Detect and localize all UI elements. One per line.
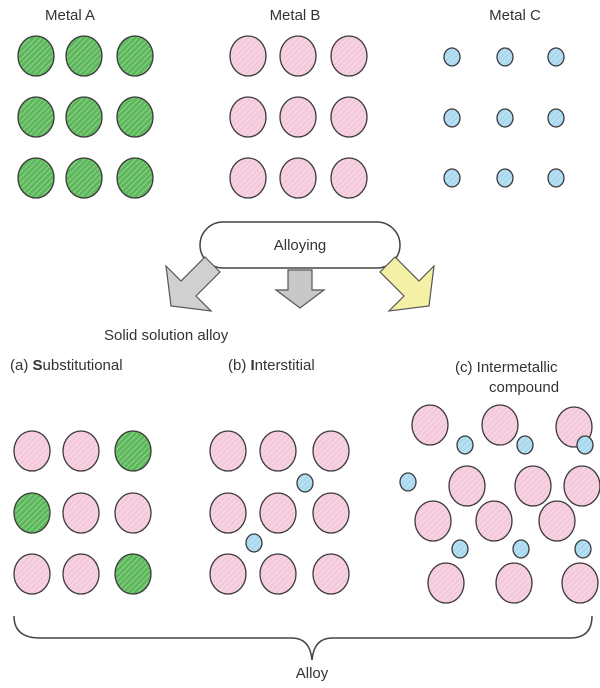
metal-c-atom-texture: [514, 541, 528, 557]
metal-c-atom-texture: [458, 437, 472, 453]
metal-c-atom-texture: [445, 110, 459, 126]
alloy-label: Alloy: [296, 665, 329, 682]
metal-b-atom-texture: [563, 564, 597, 602]
metal-c-atom-texture: [401, 474, 415, 490]
metal-a-atom-texture: [67, 37, 101, 75]
metal-b-atom-texture: [540, 502, 574, 540]
metal-b-atom-texture: [413, 406, 447, 444]
metal-b-atom-texture: [314, 494, 348, 532]
metal-c-atom-texture: [518, 437, 532, 453]
metal-a-atom-texture: [116, 555, 150, 593]
metal-b-atom-texture: [231, 37, 265, 75]
metal-c-atom-texture: [247, 535, 261, 551]
metal-b-atom-texture: [332, 37, 366, 75]
metal-c-atom-texture: [498, 49, 512, 65]
metal-a-atom-texture: [19, 98, 53, 136]
metal-b-atom-texture: [477, 502, 511, 540]
metal-a-atom-texture: [67, 98, 101, 136]
metal-b-atom-texture: [483, 406, 517, 444]
metal-c-atom-texture: [578, 437, 592, 453]
metal-b-atom-texture: [416, 502, 450, 540]
interstitial-initial: I: [251, 357, 255, 374]
substitutional-prefix: (a): [10, 357, 33, 374]
metal-b-atom-texture: [211, 494, 245, 532]
metal-b-atom-texture: [211, 555, 245, 593]
metal-b-atom-texture: [429, 564, 463, 602]
intermetallic-lattice: [399, 404, 600, 604]
metal-a-atom-texture: [118, 98, 152, 136]
interstitial-lattice: [209, 430, 350, 595]
metal-b-atom-texture: [15, 432, 49, 470]
metal-b-atom-texture: [281, 159, 315, 197]
metal-b-atom-texture: [231, 159, 265, 197]
metal-b-lattice: [229, 35, 368, 199]
alloying-label: Alloying: [274, 237, 327, 254]
metal-b-atom-texture: [565, 467, 599, 505]
metal-b-atom-texture: [281, 98, 315, 136]
metal-b-atom-texture: [211, 432, 245, 470]
metal-c-atom-texture: [549, 170, 563, 186]
metal-c-atom-texture: [445, 49, 459, 65]
intermetallic-label: (c) Intermetallic: [455, 359, 558, 376]
metal-a-atom-texture: [19, 37, 53, 75]
metal-c-atom-texture: [498, 110, 512, 126]
metal-c-atom-texture: [453, 541, 467, 557]
metal-c-label: Metal C: [489, 7, 541, 24]
intermetallic-line2: compound: [489, 379, 559, 396]
substitutional-label: (a) Substitutional: [10, 357, 123, 374]
metal-a-label: Metal A: [45, 7, 95, 24]
metal-b-atom-texture: [497, 564, 531, 602]
metal-c-atom-texture: [549, 110, 563, 126]
metal-b-atom-texture: [281, 37, 315, 75]
metal-b-atom-texture: [314, 555, 348, 593]
metal-b-atom-texture: [261, 432, 295, 470]
solid-solution-label: Solid solution alloy: [104, 327, 229, 344]
metal-b-atom-texture: [261, 494, 295, 532]
arrow-to-interstitial: [274, 269, 326, 309]
alloy-brace: [13, 615, 593, 661]
interstitial-label: (b) Interstitial: [228, 357, 315, 374]
metal-b-atom-texture: [64, 555, 98, 593]
substitutional-lattice: [13, 430, 152, 595]
metal-b-atom-texture: [516, 467, 550, 505]
metal-b-atom-texture: [64, 432, 98, 470]
metal-b-atom-texture: [15, 555, 49, 593]
alloying-box: [199, 221, 401, 269]
intermetallic-prefix: (c): [455, 359, 477, 376]
metal-b-atom-texture: [116, 494, 150, 532]
metal-b-atom-texture: [332, 159, 366, 197]
metal-c-atom-texture: [498, 170, 512, 186]
metal-a-atom-texture: [19, 159, 53, 197]
metal-a-atom-texture: [118, 159, 152, 197]
metal-a-atom-texture: [15, 494, 49, 532]
arrow-to-substitutional: [165, 256, 221, 312]
substitutional-rest: ubstitutional: [43, 357, 123, 374]
metal-a-atom-texture: [118, 37, 152, 75]
arrow-to-intermetallic: [379, 256, 435, 312]
metal-b-atom-texture: [332, 98, 366, 136]
metal-b-atom-texture: [261, 555, 295, 593]
metal-c-atom-texture: [445, 170, 459, 186]
metal-c-lattice: [443, 47, 565, 188]
intermetallic-line1: Intermetallic: [477, 359, 558, 376]
metal-b-atom-texture: [231, 98, 265, 136]
metal-b-atom-texture: [314, 432, 348, 470]
substitutional-initial: S: [33, 357, 43, 374]
interstitial-rest: nterstitial: [255, 357, 315, 374]
metal-b-atom-texture: [450, 467, 484, 505]
metal-a-atom-texture: [67, 159, 101, 197]
metal-b-atom-texture: [64, 494, 98, 532]
metal-a-atom-texture: [116, 432, 150, 470]
metal-c-atom-texture: [576, 541, 590, 557]
metal-c-atom-texture: [549, 49, 563, 65]
metal-b-label: Metal B: [270, 7, 321, 24]
interstitial-prefix: (b): [228, 357, 251, 374]
metal-a-lattice: [17, 35, 154, 199]
metal-c-atom-texture: [298, 475, 312, 491]
